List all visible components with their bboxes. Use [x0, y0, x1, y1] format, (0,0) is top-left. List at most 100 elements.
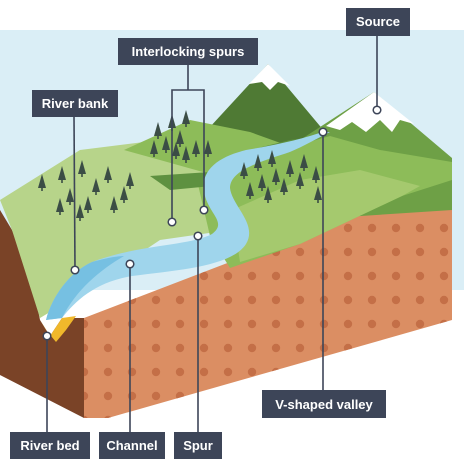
label-interlocking-spurs-text: Interlocking spurs [132, 44, 245, 59]
label-channel-text: Channel [106, 438, 157, 453]
tree-trunk [257, 168, 259, 171]
tree-trunk [207, 154, 209, 157]
tree [312, 166, 320, 180]
tree [84, 196, 92, 210]
soil-cross-section [0, 178, 452, 418]
tree [300, 154, 308, 168]
tree [286, 160, 294, 174]
snow-cap-left [249, 64, 290, 90]
interlocking-spur-dot-1 [167, 217, 177, 227]
tree-trunk [129, 186, 131, 189]
tree [314, 186, 322, 200]
label-spur: Spur [174, 432, 222, 459]
tree-trunk [243, 176, 245, 179]
trees [38, 110, 322, 221]
tree-trunk [299, 186, 301, 189]
tree-trunk [185, 124, 187, 127]
tree-trunk [87, 210, 89, 213]
tree [92, 178, 100, 192]
snow-cap-right [326, 92, 414, 132]
tree [78, 160, 86, 174]
tree [204, 140, 212, 154]
tree-trunk [95, 192, 97, 195]
tree-trunk [81, 174, 83, 177]
river [46, 132, 330, 320]
label-v-shaped-valley-text: V-shaped valley [275, 397, 373, 412]
tree-trunk [153, 154, 155, 157]
river-bank-leader [73, 115, 76, 271]
tree [104, 166, 112, 180]
interlocking-spur-dot-2 [199, 205, 209, 215]
tree [240, 162, 248, 176]
terrain [0, 120, 452, 318]
label-river-bed: River bed [10, 432, 90, 459]
tree-trunk [185, 160, 187, 163]
tree [38, 174, 46, 188]
tree [280, 178, 288, 192]
tree [56, 198, 64, 212]
tree [254, 154, 262, 168]
tree-trunk [271, 164, 273, 167]
tree-trunk [59, 212, 61, 215]
tree [150, 140, 158, 154]
tree [58, 166, 66, 180]
tree [182, 110, 190, 124]
tree-trunk [261, 188, 263, 191]
tree [296, 172, 304, 186]
river-bank-dot [70, 265, 80, 275]
source-dot [372, 105, 382, 115]
label-source-text: Source [356, 14, 400, 29]
leader-lines [46, 36, 378, 432]
tree-trunk [283, 192, 285, 195]
tree [264, 186, 272, 200]
tree [258, 174, 266, 188]
tree-trunk [317, 200, 319, 203]
tree-trunk [267, 200, 269, 203]
tree-trunk [113, 210, 115, 213]
spur-ridge [232, 170, 420, 262]
tree [154, 122, 162, 136]
tree-trunk [195, 154, 197, 157]
tree-trunk [41, 188, 43, 191]
tree-trunk [79, 218, 81, 221]
label-interlocking-spurs: Interlocking spurs [118, 38, 258, 65]
tree-trunk [249, 196, 251, 199]
channel-dot [125, 259, 135, 269]
interlocking-spurs-leader [171, 65, 205, 222]
tree [246, 182, 254, 196]
label-spur-text: Spur [183, 438, 213, 453]
tree-trunk [315, 180, 317, 183]
label-river-bank-text: River bank [42, 96, 109, 111]
tree-trunk [61, 180, 63, 183]
tree [192, 140, 200, 154]
label-v-shaped-valley: V-shaped valley [262, 390, 386, 418]
tree [126, 172, 134, 186]
tree [272, 168, 280, 182]
tree [66, 188, 74, 202]
tree-trunk [69, 202, 71, 205]
label-source: Source [346, 8, 410, 36]
label-river-bed-text: River bed [20, 438, 79, 453]
tree [120, 186, 128, 200]
tree-trunk [107, 180, 109, 183]
tree-trunk [165, 150, 167, 153]
tree-trunk [175, 156, 177, 159]
tree [268, 150, 276, 164]
tree [162, 136, 170, 150]
tree [176, 130, 184, 144]
river-bed-dot [42, 331, 52, 341]
pointer-dots [42, 105, 382, 341]
tree-trunk [157, 136, 159, 139]
tree [110, 196, 118, 210]
river-bed-channel [40, 316, 76, 342]
label-river-bank: River bank [32, 90, 118, 117]
tree-trunk [179, 144, 181, 147]
v-shaped-valley-dot [318, 127, 328, 137]
label-channel: Channel [99, 432, 165, 459]
tree-trunk [123, 200, 125, 203]
tree-trunk [289, 174, 291, 177]
tree-trunk [275, 182, 277, 185]
spur-dot [193, 231, 203, 241]
